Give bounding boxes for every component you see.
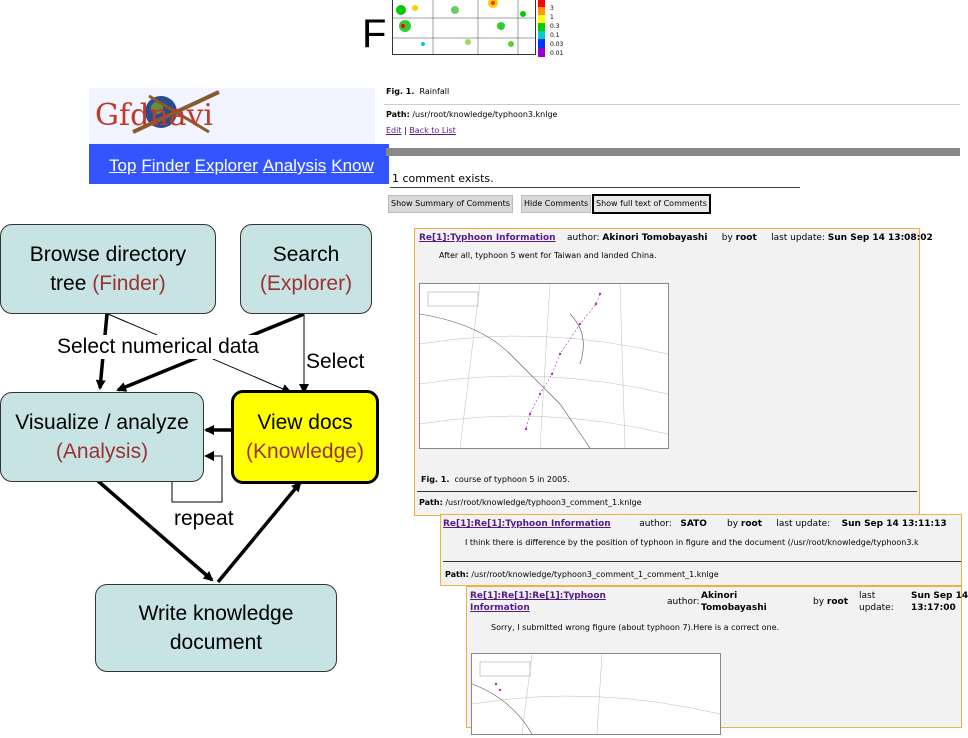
comment-title-link-line2[interactable]: Information <box>470 603 530 613</box>
rainfall-map-image <box>393 0 535 54</box>
comment-author-label: author: <box>667 597 700 607</box>
colorbar-label: 0.3 <box>550 23 560 30</box>
typhoon-track-map <box>419 283 669 449</box>
doc-path: Path: /usr/root/knowledge/typhoon3.knlge <box>386 110 558 119</box>
comment-header: Re[1]:Typhoon Information author: Akinor… <box>419 233 933 243</box>
comment-card: Re[1]:Re[1]:Re[1]:Typhoon Information au… <box>466 586 968 735</box>
comment-title-link[interactable]: Re[1]:Typhoon Information <box>419 233 556 243</box>
analysis-accent: (Analysis) <box>55 440 149 463</box>
knowledge-accent: (Knowledge) <box>246 440 364 463</box>
comment-path: Path: /usr/root/knowledge/typhoon3_comme… <box>445 570 719 579</box>
doc-actions: Edit | Back to List <box>386 126 456 135</box>
colorbar-labels: 3 1 0.3 0.1 0.03 0.01 <box>550 0 563 58</box>
colorbar-label: 0.03 <box>550 41 564 48</box>
edit-link[interactable]: Edit <box>386 126 402 135</box>
colorbar-label: 1 <box>550 14 554 21</box>
show-full-text-button[interactable]: Show full text of Comments <box>592 194 711 214</box>
write-knowledge-node: Write knowledge document <box>95 584 337 672</box>
back-to-list-link[interactable]: Back to List <box>409 126 456 135</box>
browse-finder-node: Browse directory tree (Finder) <box>0 224 216 314</box>
gfdnavi-logo-text: Gfdnavi <box>95 98 214 133</box>
comment-title: Re[1]:Re[1]:Re[1]:Typhoon Information <box>470 590 606 614</box>
comment-card: Re[1]:Typhoon Information author: Akinor… <box>414 228 933 516</box>
comment-title-link[interactable]: Re[1]:Re[1]:Typhoon Information <box>443 519 611 529</box>
comment-by: by root <box>813 597 849 607</box>
hide-comments-button[interactable]: Hide Comments <box>521 195 592 213</box>
typhoon-track-image <box>419 283 669 449</box>
visualize-analysis-node: Visualize / analyze (Analysis) <box>0 392 204 482</box>
comment-rule <box>417 491 917 492</box>
write-line2: document <box>169 631 263 654</box>
comment-figure-caption: Fig. 1. course of typhoon 5 in 2005. <box>421 475 570 484</box>
write-line1: Write knowledge <box>138 602 294 625</box>
search-line1: Search <box>272 243 340 266</box>
search-explorer-node: Search (Explorer) <box>240 224 372 314</box>
comment-card: Re[1]:Re[1]:Typhoon Information author: … <box>440 514 962 586</box>
comment-header: Re[1]:Re[1]:Typhoon Information author: … <box>443 519 947 529</box>
comment-body: I think there is difference by the posit… <box>465 538 919 547</box>
colorbar-label: 0.01 <box>550 50 564 57</box>
rainfall-map <box>392 0 536 55</box>
rainfall-colorbar <box>538 0 545 57</box>
slide-title: F <box>362 12 387 56</box>
gfdnavi-logo: Gfdnavi <box>89 88 375 144</box>
nav-analysis[interactable]: Analysis <box>262 156 327 175</box>
select-label: Select <box>306 350 365 374</box>
visualize-line1: Visualize / analyze <box>15 411 189 434</box>
view-docs-line1: View docs <box>257 411 353 434</box>
nav-top[interactable]: Top <box>109 156 137 175</box>
nav-knowledge[interactable]: Know <box>331 156 374 175</box>
nav-explorer[interactable]: Explorer <box>194 156 258 175</box>
comment-update-label: last update: <box>859 591 894 613</box>
comment-body: Sorry, I submitted wrong figure (about t… <box>491 623 780 632</box>
typhoon-track-map <box>471 653 721 735</box>
browse-line2: tree (Finder) <box>50 272 166 295</box>
globe-icon <box>132 90 220 134</box>
colorbar-label: 3 <box>550 5 554 12</box>
finder-accent: (Finder) <box>92 272 166 295</box>
comment-update: Sun Sep 14 13:17:00 <box>911 591 968 613</box>
show-summary-button[interactable]: Show Summary of Comments <box>388 195 513 213</box>
comment-rule <box>443 561 961 562</box>
section-divider <box>386 148 960 156</box>
comment-title-link[interactable]: Re[1]:Re[1]:Re[1]:Typhoon <box>470 591 606 601</box>
comment-count-rule <box>390 187 800 188</box>
comment-count: 1 comment exists. <box>392 172 494 185</box>
comment-body: After all, typhoon 5 went for Taiwan and… <box>439 251 657 260</box>
explorer-accent: (Explorer) <box>259 272 353 295</box>
colorbar-label: 0.1 <box>550 32 560 39</box>
typhoon-track-image <box>471 653 721 735</box>
repeat-label: repeat <box>174 507 234 531</box>
nav-finder[interactable]: Finder <box>141 156 190 175</box>
figure-rule <box>384 104 960 105</box>
browse-line1: Browse directory <box>29 243 187 266</box>
comment-author: Akinori Tomobayashi <box>701 591 767 613</box>
view-docs-knowledge-node: View docs (Knowledge) <box>231 390 379 484</box>
figure-caption: Fig. 1. Rainfall <box>386 87 450 96</box>
link-separator: | <box>404 126 407 135</box>
select-numerical-label: Select numerical data <box>57 335 259 359</box>
comment-path: Path: /usr/root/knowledge/typhoon3_comme… <box>419 498 642 507</box>
